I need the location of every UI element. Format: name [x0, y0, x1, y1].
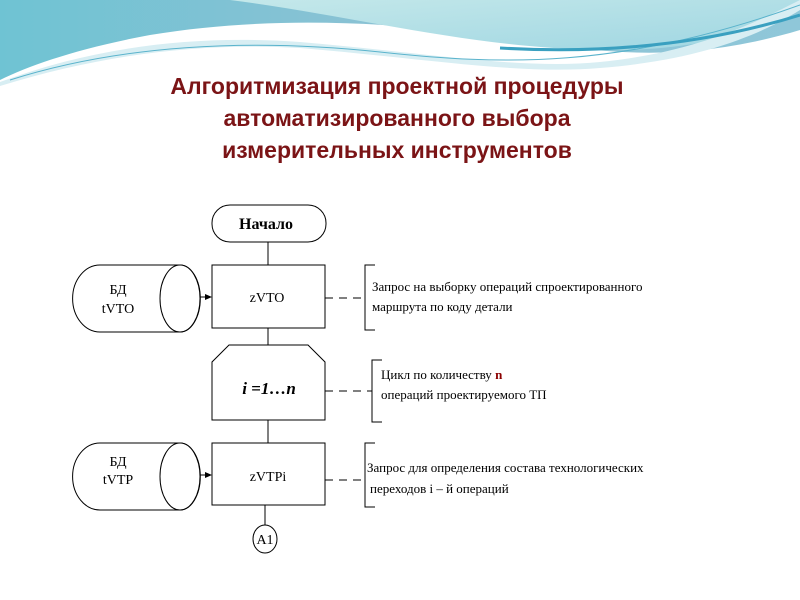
title-line-1: Алгоритмизация проектной процедуры	[170, 73, 624, 99]
comment-bracket	[364, 264, 375, 331]
loop-label: i =1…n	[242, 379, 296, 398]
start-terminator	[211, 204, 327, 243]
connector-label: A1	[256, 533, 273, 548]
comment-2-line-2: операций проектируемого ТП	[381, 387, 547, 402]
comment-1-line-2: маршрута по коду детали	[372, 299, 513, 314]
title-line-2: автоматизированного выбора	[223, 105, 571, 131]
db2-label-1: БД	[109, 455, 127, 470]
loop-limit-shape	[211, 344, 326, 421]
title-line-3: измерительных инструментов	[222, 137, 572, 163]
comment-3-line-2: переходов i – й операций	[370, 481, 509, 496]
start-label: Начало	[239, 216, 293, 233]
arrow-head-icon	[205, 294, 212, 300]
offpage-connector-a1	[252, 524, 278, 554]
comment-1-line-1: Запрос на выборку операций спроектирован…	[372, 279, 642, 294]
comment-2-prefix: Цикл по количеству	[381, 367, 495, 382]
db1-label-1: БД	[109, 283, 127, 298]
db1-label-2: tVTO	[102, 302, 134, 317]
step1-label: zVTO	[250, 291, 285, 306]
slide-title: Алгоритмизация проектной процедуры автом…	[0, 70, 800, 166]
cylinder-end	[159, 442, 201, 511]
process-box-zvto	[211, 264, 326, 329]
comment-bracket	[371, 359, 382, 423]
comment-2-var: n	[495, 367, 503, 382]
arrow-head-icon	[205, 472, 212, 478]
step2-label: zVTPi	[250, 470, 287, 485]
db2-label-2: tVTP	[103, 473, 134, 488]
cylinder-end	[159, 264, 201, 333]
comment-2-line-1: Цикл по количеству n	[381, 367, 503, 382]
comment-3-line-1: Запрос для определения состава технологи…	[367, 460, 644, 475]
comment-bracket	[364, 442, 375, 508]
process-box-zvtpi	[211, 442, 326, 506]
